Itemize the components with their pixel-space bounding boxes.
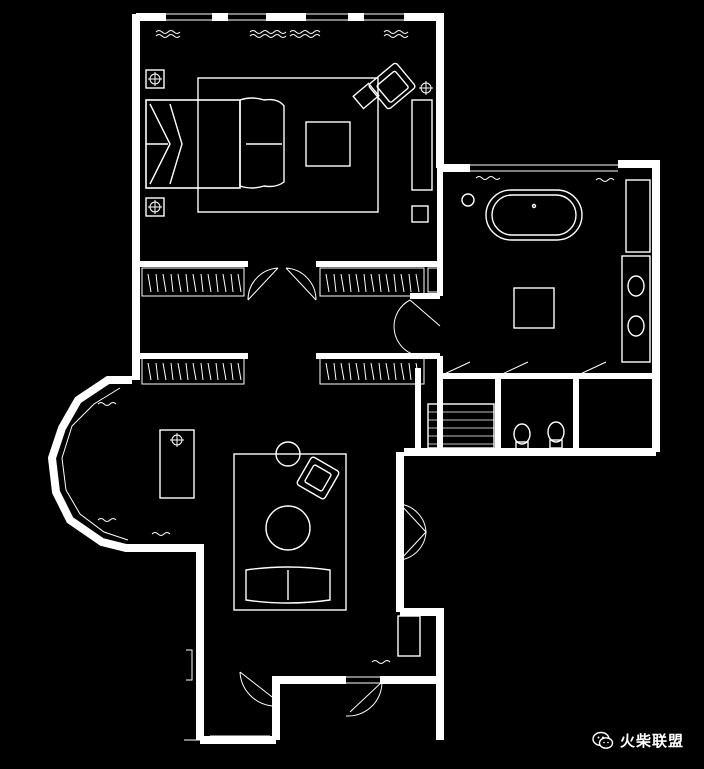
watermark-text: 火柴联盟: [619, 732, 684, 750]
side-box: [411, 205, 429, 223]
bath-mat: [513, 287, 555, 329]
windows: [166, 13, 618, 684]
bathtub: [485, 189, 583, 241]
radiators: [97, 30, 615, 664]
doors: [239, 267, 607, 717]
lounge-chair: [296, 456, 340, 500]
coffee-table: [265, 505, 311, 551]
exterior-walls: [47, 13, 660, 744]
dresser: [411, 99, 433, 191]
bench-sofa: [239, 97, 285, 189]
desk: [159, 429, 195, 499]
bedroom: [145, 62, 433, 223]
sink: [627, 275, 645, 297]
living-rug: [233, 453, 347, 611]
bed-pillows: [149, 103, 183, 185]
lamp-icon: [170, 433, 184, 447]
watermark: 火柴联盟: [592, 730, 684, 751]
living-room: [159, 429, 421, 657]
sofa: [245, 566, 331, 604]
interior-walls: [136, 168, 656, 452]
nightstand-top: [145, 69, 165, 89]
nightstand-bottom: [145, 197, 165, 217]
wechat-icon: [592, 731, 614, 749]
bedroom-rug: [197, 77, 379, 213]
footstool: [352, 82, 380, 110]
side-table: [275, 441, 301, 467]
bathroom: [427, 179, 651, 451]
vanity: [621, 255, 651, 363]
bay-window-frame: [61, 387, 270, 741]
bedroom-ottoman: [305, 121, 351, 167]
toilet: [513, 423, 531, 445]
lamp-icon: [148, 72, 433, 214]
armchair: [368, 62, 416, 110]
wardrobes: [141, 267, 441, 385]
